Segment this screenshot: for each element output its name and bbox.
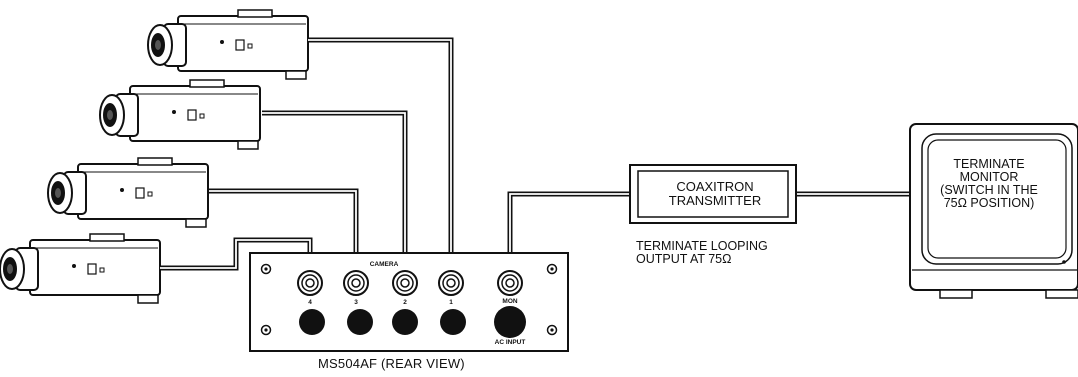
monitor-line: (SWITCH IN THE [940,183,1038,197]
transmitter-line: COAXITRON [676,179,754,194]
coaxitron-transmitter-box [629,164,797,224]
camera-2-connector [392,270,418,296]
ac-input-hole [494,306,526,338]
connector-label-1: 1 [449,299,453,306]
connector-label-2: 2 [403,299,407,306]
transmitter-note: TERMINATE LOOPING OUTPUT AT 75Ω [636,240,836,266]
transmitter-line: TRANSMITTER [668,193,762,208]
panel-screw-icon [260,263,272,275]
camera-1-connector [438,270,464,296]
monitor-label: TERMINATE MONITOR (SWITCH IN THE 75Ω POS… [928,158,1050,210]
coax-cables [160,37,910,272]
monitor-line: 75Ω POSITION) [943,196,1035,210]
monitor-line: TERMINATE [953,157,1025,171]
switcher-model-label: MS504AF (REAR VIEW) [318,356,465,371]
knockout-hole [392,309,418,335]
ac-input-label: AC INPUT [494,339,526,346]
switcher-rear-panel [249,252,569,352]
knockout-hole [440,309,466,335]
camera-2-icon [99,79,261,150]
camera-3-icon [47,157,209,228]
connector-label-3: 3 [354,299,358,306]
camera-4-connector [297,270,323,296]
monitor-line: MONITOR [959,170,1019,184]
camera-group-label: CAMERA [369,261,399,268]
panel-screw-icon [546,324,558,336]
transmitter-note-line: OUTPUT AT 75Ω [636,252,732,266]
camera-4-icon [0,233,161,304]
connector-label-4: 4 [308,299,312,306]
camera-1-icon [147,9,309,80]
monitor-port-label: MON [502,298,518,305]
panel-screw-icon [260,324,272,336]
transmitter-label: COAXITRON TRANSMITTER [640,180,790,208]
transmitter-note-line: TERMINATE LOOPING [636,239,768,253]
panel-screw-icon [546,263,558,275]
camera-3-connector [343,270,369,296]
knockout-hole [299,309,325,335]
monitor-icon [909,123,1078,299]
monitor-out-connector [497,270,523,296]
knockout-hole [347,309,373,335]
